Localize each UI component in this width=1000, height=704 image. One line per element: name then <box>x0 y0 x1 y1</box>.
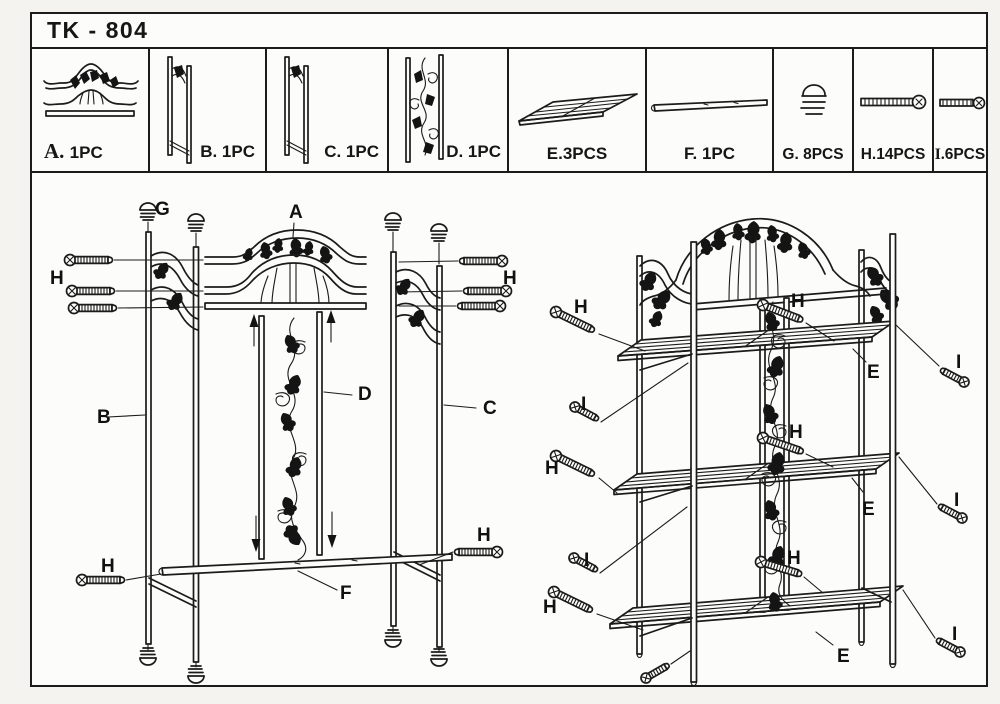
part-h-icon <box>860 94 927 110</box>
title-bar: TK - 804 <box>32 14 986 49</box>
callout-letter-h: H <box>574 297 588 318</box>
callout-letter-i: I <box>581 394 586 415</box>
callout-letter-i: I <box>952 624 957 645</box>
part-cell-f: F. 1PC <box>647 49 774 171</box>
callout-letter-d: D <box>358 384 372 405</box>
part-e-icon <box>518 93 638 126</box>
part-cell-e: E.3PCS <box>509 49 647 171</box>
part-cell-d: D. 1PC <box>389 49 509 171</box>
part-label-b: B. 1PC <box>200 142 255 161</box>
assembled-view: H I H I H H H H E E E I I I <box>543 217 972 685</box>
part-cell-b: B. 1PC <box>150 49 267 171</box>
callout-letter-h: H <box>50 268 64 289</box>
part-f-icon <box>650 99 768 112</box>
part-g-icon <box>800 84 827 115</box>
shelf-bottom <box>609 585 904 630</box>
callout-letter-h: H <box>787 548 801 569</box>
callout-letter-f: F <box>340 583 352 604</box>
part-label-g: G. 8PCS <box>782 146 844 163</box>
part-cell-h: H.14PCS <box>854 49 934 171</box>
part-cell-i: I.6PCS <box>934 49 986 171</box>
callout-letter-e: E <box>862 499 875 520</box>
part-cell-a: A. 1PC <box>32 49 150 171</box>
shelf-middle <box>613 452 900 496</box>
callout-letter-h: H <box>791 291 805 312</box>
callout-letter-h: H <box>477 525 491 546</box>
part-i-icon <box>939 96 986 110</box>
callout-letter-i: I <box>584 550 589 571</box>
part-label-c: C. 1PC <box>324 142 379 161</box>
part-label-h: H.14PCS <box>860 146 926 163</box>
part-label-a: A. 1PC <box>44 139 103 163</box>
callout-letter-i: I <box>956 352 961 373</box>
callout-letter-c: C <box>483 398 497 419</box>
callout-letter-a: A <box>289 202 303 223</box>
shelf-top <box>617 320 896 362</box>
part-label-f: F. 1PC <box>683 144 736 163</box>
part-cell-c: C. 1PC <box>267 49 389 171</box>
callout-letter-h: H <box>789 422 803 443</box>
part-a-icon <box>43 63 139 117</box>
callout-letter-h: H <box>101 556 115 577</box>
sheet-border: TK - 804 A. 1PC <box>30 12 988 687</box>
assembly-diagram-area: G A H H B D C H H F <box>32 173 986 685</box>
assembly-diagram: G A H H B D C H H F <box>50 199 972 685</box>
part-label-i: I.6PCS <box>934 146 986 163</box>
parts-list: A. 1PC B. 1PC C. 1PC <box>32 49 986 173</box>
part-d-icon <box>405 54 444 163</box>
model-number: TK - 804 <box>47 17 149 43</box>
callout-letter-h: H <box>503 268 517 289</box>
callout-letter-b: B <box>97 407 111 428</box>
part-c-icon <box>284 56 309 164</box>
part-label-e: E.3PCS <box>546 144 608 163</box>
callout-letter-g: G <box>155 199 170 220</box>
part-label-d: D. 1PC <box>446 142 501 161</box>
callout-letter-h: H <box>543 597 557 618</box>
exploded-view: G A H H B D C H H F <box>50 199 517 684</box>
part-b-icon <box>167 56 192 164</box>
callout-letter-e: E <box>837 646 850 667</box>
callout-letter-h: H <box>545 458 559 479</box>
part-cell-g: G. 8PCS <box>774 49 854 171</box>
callout-letter-i: I <box>954 490 959 511</box>
callout-letter-e: E <box>867 362 880 383</box>
